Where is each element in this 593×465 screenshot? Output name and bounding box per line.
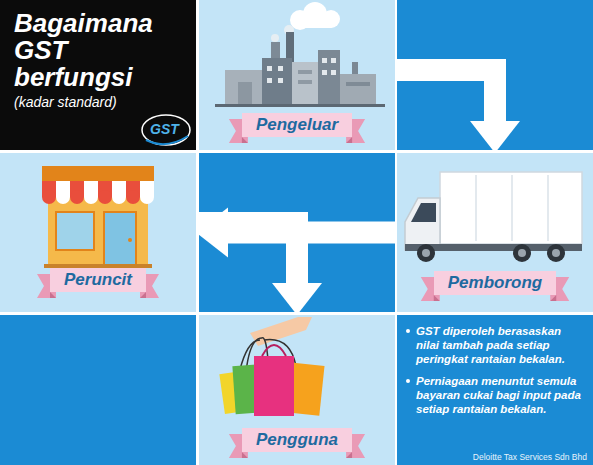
bullet-list: GST diperoleh berasaskan nilai tambah pa…	[406, 324, 584, 424]
bullet-item: GST diperoleh berasaskan nilai tambah pa…	[406, 324, 584, 366]
stage-tile: Pengeluar	[199, 0, 395, 150]
bullet-text: Perniagaan menuntut semula bayaran cukai…	[416, 374, 584, 416]
bullet-text: GST diperoleh berasaskan nilai tambah pa…	[416, 324, 584, 366]
gst-logo	[142, 115, 190, 145]
ribbon-label: Pengeluar	[242, 113, 352, 137]
light-tile	[199, 0, 395, 150]
truck-illustration	[405, 172, 582, 262]
light-tile	[199, 315, 395, 465]
stage-tile: Pengguna	[199, 315, 395, 465]
ribbon-fold	[550, 295, 556, 301]
flow-arrow	[395, 70, 520, 153]
credit-text: Deloitte Tax Services Sdn Bhd	[473, 452, 587, 462]
title-text: Bagaimana GST berfungsi	[14, 10, 174, 91]
bullet-dot	[406, 379, 410, 383]
ribbon-fold	[140, 292, 146, 298]
title-tile	[0, 0, 196, 150]
arrow-shaft	[395, 70, 495, 121]
ribbon-label: Peruncit	[50, 268, 146, 292]
ribbon-label: Pengguna	[242, 428, 352, 452]
ribbon-fold	[346, 452, 352, 458]
subtitle-text: (kadar standard)	[14, 94, 117, 110]
shopping-bags-illustration	[219, 317, 324, 416]
ribbon-fold	[346, 137, 352, 143]
light-tile	[397, 153, 593, 312]
stage-tile: Peruncit	[0, 153, 196, 312]
ribbon-fold	[434, 295, 440, 301]
arrow-head	[470, 121, 520, 153]
arrow-head	[272, 283, 322, 315]
dark-tile	[397, 315, 593, 465]
ribbon-fold	[50, 292, 56, 298]
factory-illustration	[215, 2, 385, 107]
bullet-item: Perniagaan menuntut semula bayaran cukai…	[406, 374, 584, 416]
ribbon-fold	[242, 137, 248, 143]
stage-tile: Pemborong	[397, 153, 593, 312]
logo-text: GST	[150, 121, 179, 137]
bullet-dot	[406, 329, 410, 333]
ribbon-fold	[242, 452, 248, 458]
dark-tile	[0, 315, 196, 465]
arrow-shaft	[196, 223, 297, 283]
light-tile	[0, 153, 196, 312]
ribbon-label: Pemborong	[434, 271, 556, 295]
shop-illustration	[42, 166, 154, 268]
flow-arrow	[196, 223, 322, 315]
